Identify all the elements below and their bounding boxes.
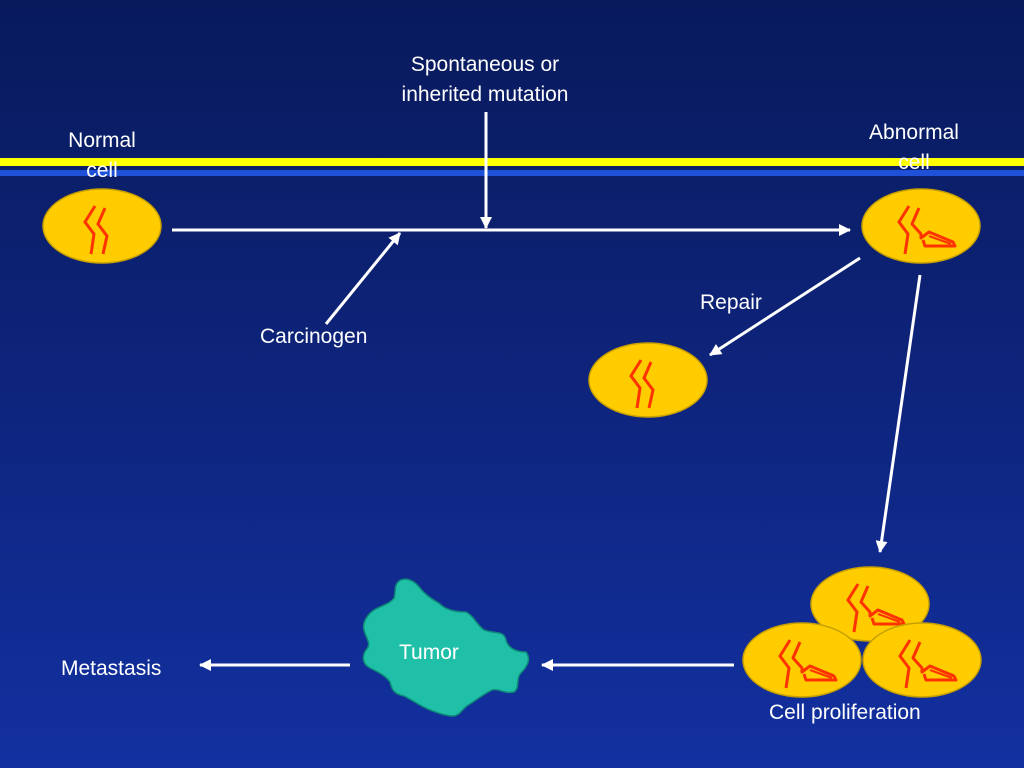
metastasis-label: Metastasis (61, 657, 162, 680)
normal-cell-label: Normal cell (52, 126, 152, 186)
cell-proliferation-label: Cell proliferation (769, 701, 921, 724)
arrow-proliferation (875, 274, 922, 553)
abnormal-cell-label: Abnormal cell (854, 118, 974, 178)
arrow-repair (709, 256, 861, 357)
proliferating-cell-top (810, 566, 930, 642)
proliferating-cell-left (742, 622, 862, 698)
chromosome-abnormal-left (897, 205, 911, 255)
top-stripe-blue (0, 170, 1024, 176)
proliferating-cell-right (862, 622, 982, 698)
abnormal-cell-label-line1: Abnormal (869, 121, 959, 144)
tumor-label: Tumor (399, 641, 459, 664)
normal-cell-label-line2: cell (86, 159, 118, 182)
carcinogen-label: Carcinogen (260, 325, 368, 348)
normal-cell-label-line1: Normal (68, 129, 136, 152)
mutation-label-line1: Spontaneous or (410, 53, 560, 76)
arrow-carcinogen (324, 232, 402, 325)
tumor-shape (362, 578, 530, 717)
normal-cell (42, 188, 162, 264)
chromosome-normal (83, 205, 109, 255)
mutation-label: Spontaneous or inherited mutation (372, 50, 598, 110)
mutation-label-line2: inherited mutation (401, 83, 569, 106)
top-stripe-yellow (0, 158, 1024, 166)
abnormal-cell (861, 188, 981, 264)
chromosome-repaired (629, 359, 655, 409)
abnormal-cell-label-line2: cell (898, 151, 930, 174)
repaired-cell (588, 342, 708, 418)
repair-label: Repair (700, 291, 762, 314)
chromosome-abnormal-broken (910, 207, 957, 248)
